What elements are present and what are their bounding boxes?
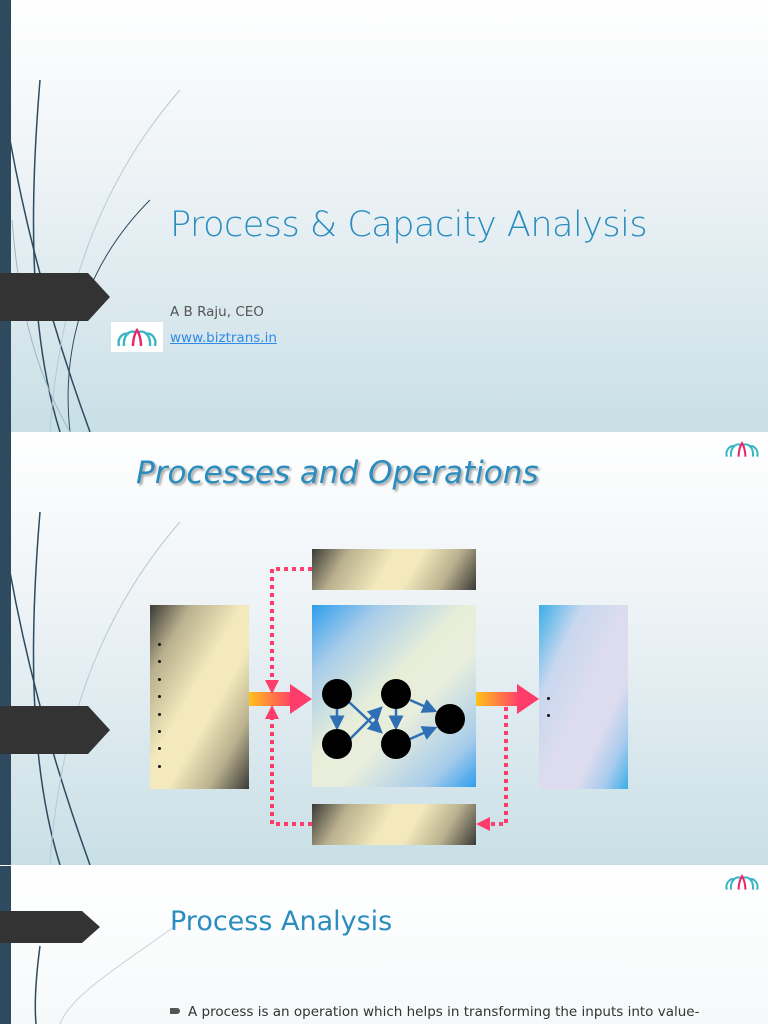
slide-process-analysis: Process Analysis A process is an operati… [0,866,768,1024]
website-link[interactable]: www.biztrans.in [170,330,277,346]
lotus-logo-icon [111,322,163,352]
left-accent-bar [0,866,11,1024]
lotus-logo-icon [720,869,764,895]
left-accent-bar [0,0,11,432]
section-tab-arrow [0,911,100,959]
bullet-item: A process is an operation which helps in… [170,1004,699,1020]
network-edges [329,698,438,741]
bullet-arrow-icon [170,1008,180,1014]
process-flow-diagram [249,567,539,831]
output-box [539,605,628,789]
slide-title-text: Process & Capacity Analysis [170,205,648,245]
slide-title-text: Processes and Operations [136,455,539,491]
bottom-feedback-box [312,804,476,845]
top-feedback-box [312,549,476,590]
lotus-logo-icon [720,436,764,462]
output-bullets [547,697,550,732]
input-box [150,605,249,789]
slide-processes-operations: Processes and Operations [0,432,768,865]
bottom-feedback-arrow-icon [270,707,508,826]
section-tab-arrow [0,273,110,321]
input-arrow-icon [249,684,312,714]
left-accent-bar [0,432,11,865]
slide-title: Process & Capacity Analysis A B Raju, CE… [0,0,768,432]
author-text: A B Raju, CEO [170,304,264,320]
output-arrow-icon [476,684,539,714]
slide-title-text: Process Analysis [170,906,393,937]
input-bullets [158,643,161,782]
section-tab-arrow [0,706,110,754]
top-feedback-arrow-icon [270,567,312,682]
decorative-swoosh-lines [34,925,176,1024]
network-nodes [322,679,465,759]
